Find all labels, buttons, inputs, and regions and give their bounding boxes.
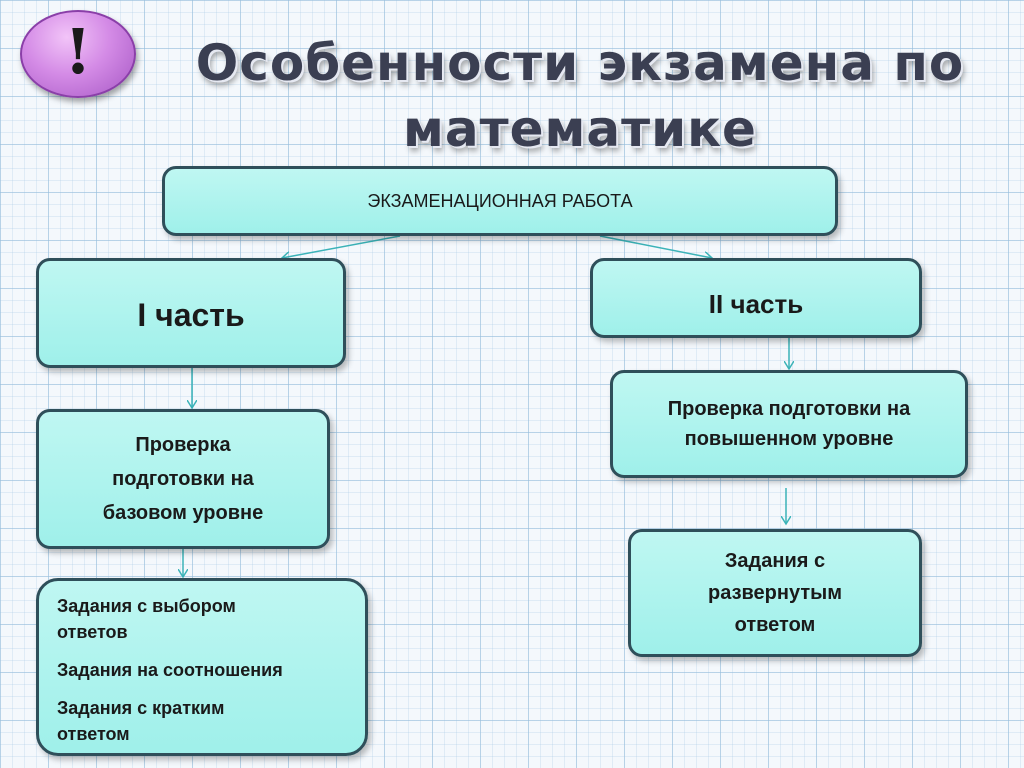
part1-box: I часть (36, 258, 346, 368)
task-item-matching: Задания на соотношения (57, 660, 283, 680)
part2-label: II часть (708, 289, 804, 319)
exam-work-label: ЭКЗАМЕНАЦИОННАЯ РАБОТА (367, 190, 633, 211)
exam-work-box: ЭКЗАМЕНАЦИОННАЯ РАБОТА (162, 166, 838, 236)
connector-root-to-part1 (282, 235, 401, 258)
part2-tasks-box: Задания с развернутым ответом (628, 529, 922, 657)
basic-level-box: Проверка подготовки на базовом уровне (36, 409, 330, 549)
connector-root-to-part2 (599, 235, 712, 258)
task-item-short-answer: Задания с кратким ответом (57, 698, 225, 744)
page-title: Особенности экзамена по математике (195, 34, 965, 158)
part2-box: II часть (590, 258, 922, 338)
part1-label: I часть (137, 297, 245, 333)
advanced-level-label: Проверка подготовки на повышенном уровне (667, 398, 911, 450)
basic-level-label: Проверка подготовки на базовом уровне (102, 434, 264, 524)
task-item-extended-answer: Задания с развернутым ответом (707, 550, 842, 636)
advanced-level-box: Проверка подготовки на повышенном уровне (610, 370, 968, 478)
part1-tasks-box: Задания с выбором ответов Задания на соо… (36, 578, 368, 756)
exclamation-icon: ! (64, 15, 92, 88)
exclamation-badge: ! (20, 10, 136, 98)
task-item-choice: Задания с выбором ответов (57, 596, 236, 642)
